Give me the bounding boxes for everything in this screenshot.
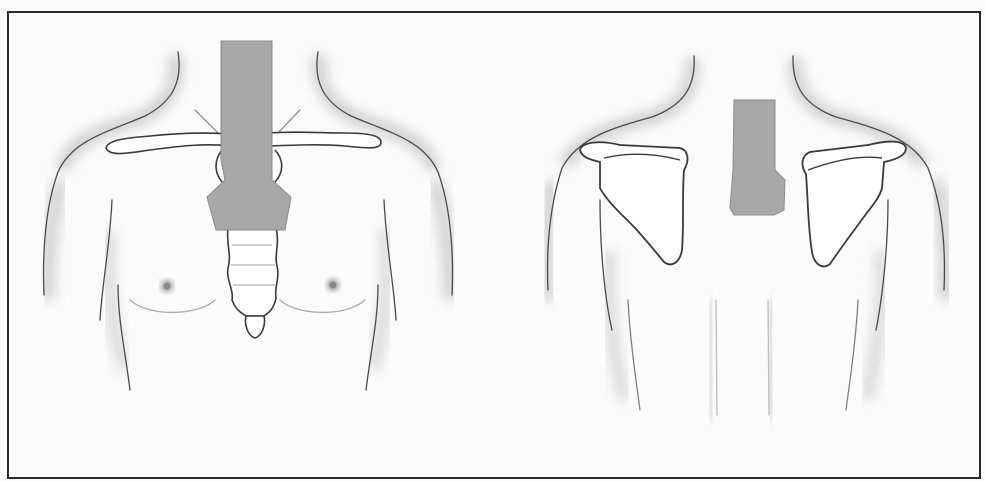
right-clavicle xyxy=(268,132,381,148)
anterior-view xyxy=(44,41,453,390)
sternum-body xyxy=(228,228,278,316)
left-scapula xyxy=(580,142,687,264)
right-scapula xyxy=(803,142,906,267)
posterior-view xyxy=(546,56,947,420)
posterior-radiation-field xyxy=(730,100,785,215)
left-clavicle xyxy=(106,133,232,154)
xiphoid xyxy=(245,316,264,338)
